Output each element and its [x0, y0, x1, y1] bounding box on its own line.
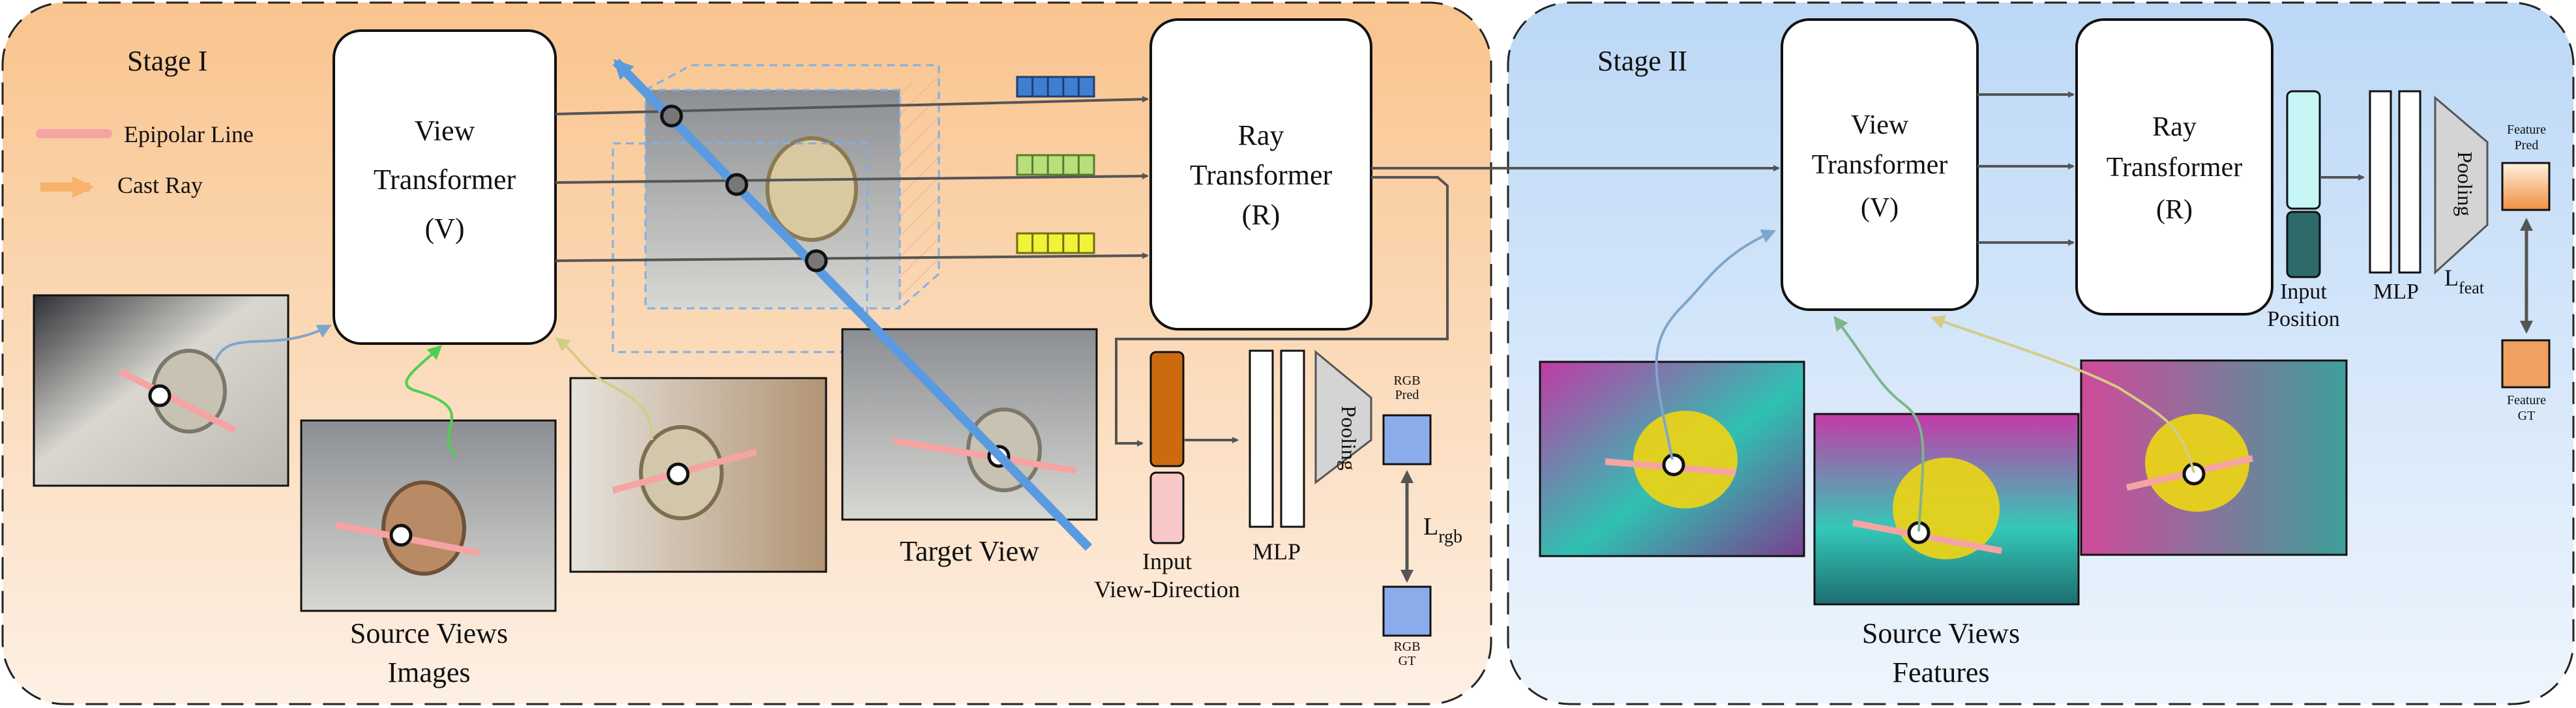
- stage2-mlp-label: MLP: [2373, 280, 2419, 304]
- stage1-vt-line2: Transformer: [374, 164, 516, 196]
- feature-gt-box: [2501, 339, 2551, 389]
- stage1-rt-line2: Transformer: [1190, 159, 1333, 191]
- stage2-title: Stage II: [1597, 45, 1687, 77]
- feature2-to-vt-arrow: [1833, 316, 1925, 532]
- projected-point: [666, 462, 690, 486]
- stage1-title: Stage I: [127, 45, 207, 77]
- stage2-input-position-block: [2286, 211, 2321, 278]
- feature-pred-box: [2501, 162, 2551, 211]
- ray-sample-point-3: [805, 249, 828, 273]
- rgb-loss-label: Lrgb: [1423, 513, 1462, 547]
- stage2-pooling-label: Pooling: [2453, 151, 2477, 216]
- legend-cast-ray-label: Cast Ray: [117, 172, 203, 198]
- projected-point: [389, 524, 413, 547]
- input-view-direction-line1: Input: [1142, 548, 1192, 574]
- stage1-vt-line3: (V): [424, 213, 464, 244]
- frustum-front: [644, 89, 901, 310]
- frustum-side: [900, 65, 939, 308]
- projected-point: [1662, 453, 1685, 477]
- stage1-vt-line1: View: [415, 115, 475, 147]
- token-row-blue: [1016, 76, 1095, 98]
- stage2-panel: Stage II View Transformer (V) Ray Transf…: [1507, 1, 2575, 705]
- frustum-back: [612, 142, 868, 353]
- vt-to-rt-arrow-2: [555, 173, 1149, 184]
- rgb-gt-label-line2: GT: [1399, 654, 1416, 668]
- ray-sample-point-2: [725, 173, 748, 196]
- vt-to-rt-arrow-3: [555, 252, 1149, 262]
- stage1-rt-line1: Ray: [1238, 119, 1284, 151]
- frustum-edge: [645, 64, 940, 310]
- stage1-input-feature-block: [1149, 351, 1185, 467]
- rgb-pred-label-line2: Pred: [1395, 388, 1419, 402]
- projected-point: [148, 384, 171, 407]
- epipolar-line: [119, 368, 237, 434]
- target-view-caption: Target View: [900, 535, 1039, 567]
- rgb-pred-label-line1: RGB: [1393, 374, 1420, 388]
- stage2-vt-line1: View: [1851, 110, 1909, 140]
- rt-feedback-arrow: [1115, 176, 1449, 447]
- token-row-green: [1016, 154, 1095, 176]
- stage1-pooling-label: Pooling: [1337, 406, 1361, 471]
- stage2-pooling-trapezoid: [2434, 95, 2489, 275]
- stage2-rt-line3: (R): [2156, 195, 2193, 225]
- stage2-input-feature-block: [2286, 90, 2321, 210]
- feature-pred-label-line2: Pred: [2515, 138, 2539, 153]
- stage2-mlp-layer-2: [2398, 90, 2421, 274]
- source-feature-2: [1813, 413, 2080, 606]
- stage1-rt-line3: (R): [1242, 199, 1281, 231]
- stage2-ray-transformer-box: [2075, 18, 2273, 316]
- vt-to-rt-arrow-1: [555, 96, 1149, 115]
- input-view-direction-line2: View-Direction: [1094, 576, 1240, 602]
- cast-ray-arrow: [612, 59, 1093, 551]
- target-view-image: [841, 328, 1098, 521]
- projected-point: [2182, 462, 2206, 486]
- epipolar-line: [893, 437, 1076, 474]
- stage2-rt-line2: Transformer: [2107, 153, 2242, 183]
- stage1-mlp-layer-2: [1280, 349, 1305, 528]
- source-features-caption-line1: Source Views: [1862, 617, 2020, 649]
- stage1-ray-transformer-box: [1149, 18, 1372, 331]
- stage1-view-transformer-box: [333, 29, 557, 345]
- clock-face: [765, 136, 858, 242]
- stage2-mlp-layer-1: [2369, 90, 2392, 274]
- feature-pred-label-line1: Feature: [2507, 123, 2546, 137]
- source-image-1: [33, 294, 289, 487]
- feature3-to-vt-arrow: [1930, 315, 2195, 473]
- stage1-mlp-label: MLP: [1252, 538, 1301, 565]
- stage2-vt-line3: (V): [1861, 193, 1899, 223]
- ray-sample-point-1: [660, 104, 683, 128]
- feat-loss-label: Lfeat: [2444, 265, 2485, 297]
- rgb-gt-box: [1382, 585, 1432, 637]
- stage2-view-transformer-box: [1781, 18, 1979, 311]
- source-views-caption-line1: Source Views: [350, 617, 508, 649]
- rgb-pred-box: [1382, 414, 1432, 465]
- input-position-line1: Input: [2280, 280, 2327, 304]
- feature1-to-vt-arrow: [1655, 229, 1777, 460]
- rgb-gt-label-line1: RGB: [1393, 640, 1420, 654]
- source-views-caption-line2: Images: [387, 656, 470, 688]
- source-image-3: [569, 377, 827, 573]
- legend-epipolar-label: Epipolar Line: [124, 121, 254, 147]
- stage1-mlp-layer-1: [1249, 349, 1274, 528]
- source1-to-vt-arrow: [214, 324, 332, 362]
- feature-gt-label-line2: GT: [2518, 409, 2536, 423]
- source3-to-vt-arrow: [555, 337, 653, 441]
- stage2-rt-line1: Ray: [2152, 112, 2197, 142]
- source2-to-vt-arrow: [405, 344, 458, 458]
- stage2-vt-line2: Transformer: [1812, 150, 1947, 180]
- target-view-3d-volume: [612, 64, 940, 353]
- source-feature-3: [2080, 359, 2348, 556]
- source-features-caption-line2: Features: [1892, 656, 1989, 688]
- stage1-pooling-trapezoid: [1314, 349, 1372, 485]
- token-row-yellow: [1016, 232, 1095, 254]
- source-image-2: [300, 419, 557, 612]
- feature-gt-label-line1: Feature: [2507, 393, 2546, 407]
- stage1-panel: Stage I Epipolar Line Cast Ray View Tran…: [1, 1, 1492, 705]
- input-position-line2: Position: [2267, 307, 2339, 331]
- stage1-input-view-direction-block: [1149, 471, 1185, 544]
